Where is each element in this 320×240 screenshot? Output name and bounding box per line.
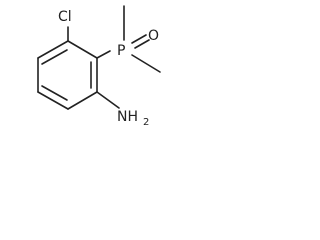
benzene-ring [37, 40, 98, 110]
oxygen-atom-label: O [148, 28, 159, 44]
phosphorus-atom-label: P [117, 43, 125, 59]
ring-bond-top-left-to-top-right-inner [41, 49, 68, 65]
ring-bond-bottom-to-bottom-left [37, 91, 69, 110]
bond-phosphorus-oxygen-double-a [131, 34, 147, 44]
chlorine-atom-label: Cl [58, 9, 72, 25]
chemical-structure-diagram: Cl P O NH 2 [37, 5, 161, 128]
bond-ring-to-phosphorus [96, 50, 111, 59]
ring-bond-top-left-to-top-right [37, 40, 69, 59]
amine-subscript-label: 2 [143, 117, 149, 128]
ring-bond-bottom-to-bottom-left-inner [41, 85, 68, 101]
ring-bond-top-right-to-right [67, 40, 98, 59]
bond-phosphorus-to-methyl-right [131, 54, 161, 73]
bond-ring-to-amine [96, 91, 120, 109]
ring-bond-bottom-right-to-bottom [67, 91, 98, 110]
bond-phosphorus-oxygen-double-b [134, 39, 150, 49]
amine-atom-label: NH [117, 109, 138, 125]
